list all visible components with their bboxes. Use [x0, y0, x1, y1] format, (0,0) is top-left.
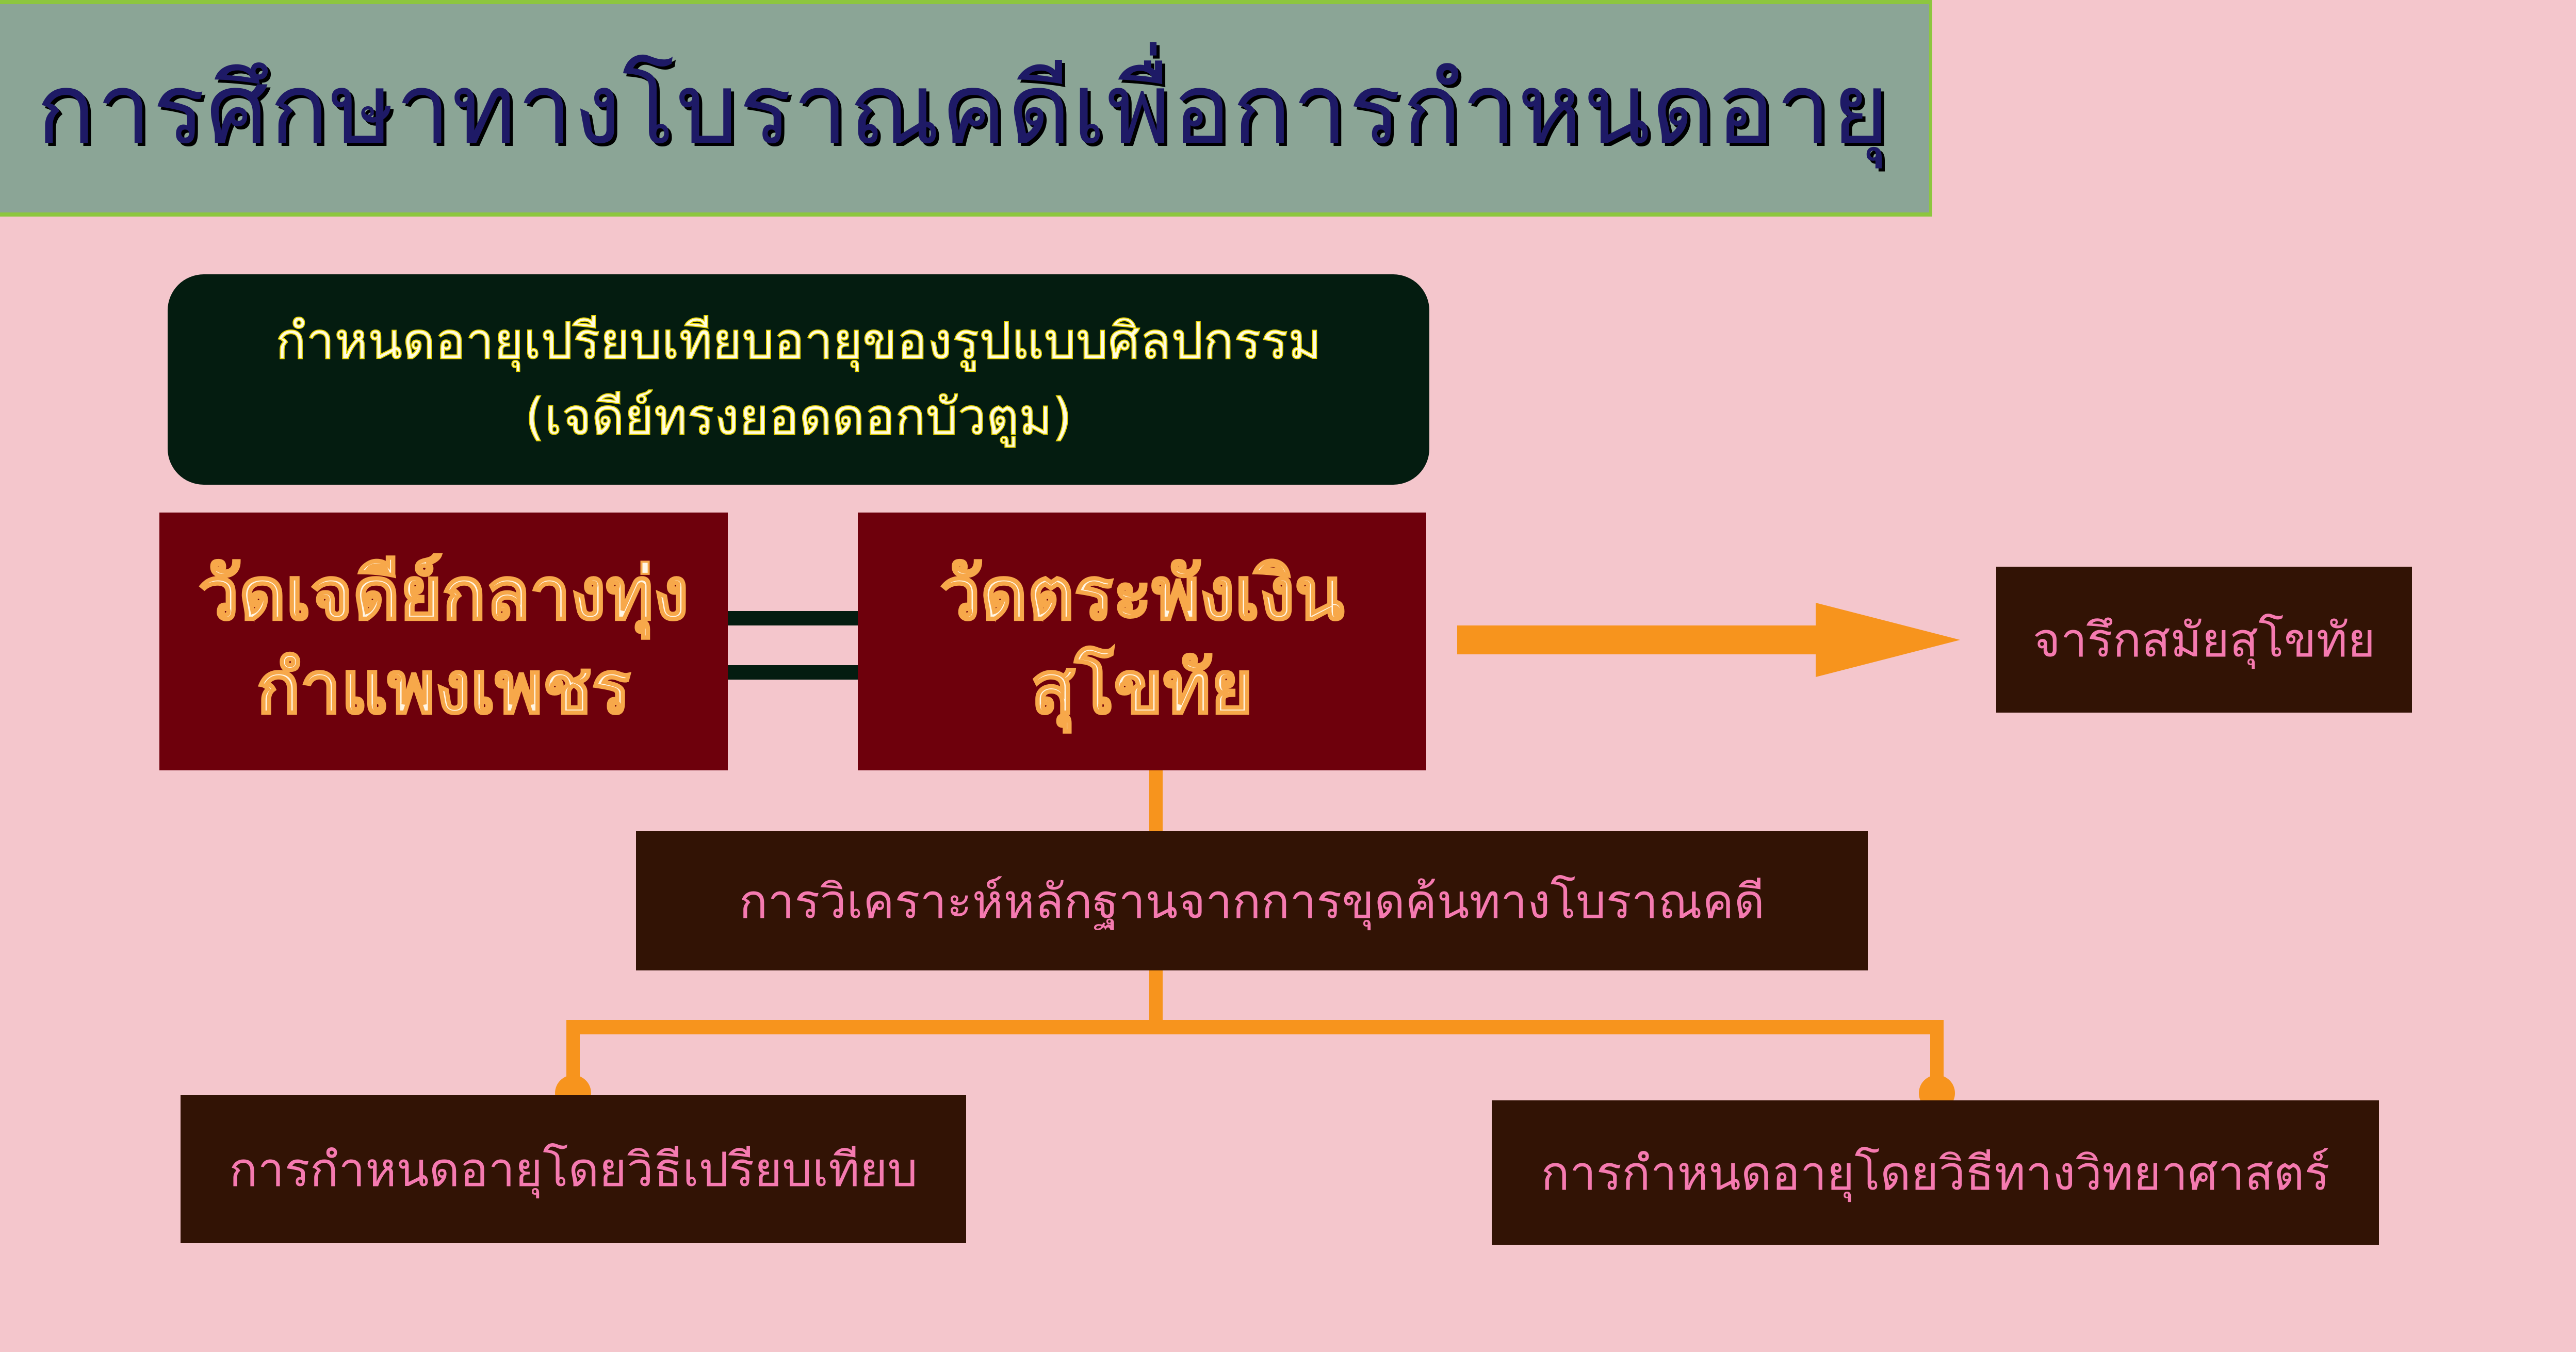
- method-comparative-box: การกำหนดอายุโดยวิธีเปรียบเทียบ: [181, 1095, 966, 1243]
- comparison-box: กำหนดอายุเปรียบเทียบอายุของรูปแบบศิลปกรร…: [168, 274, 1429, 485]
- equals-connector-bottom: [728, 665, 858, 680]
- comparison-line-1: กำหนดอายุเปรียบเทียบอายุของรูปแบบศิลปกรร…: [275, 311, 1322, 371]
- site-a-line-1: วัดเจดีย์กลางทุ่ง: [198, 551, 690, 637]
- arrow-right-icon: [1457, 603, 1960, 677]
- branch-line: [566, 1020, 1944, 1034]
- page-title: การศึกษาทางโบราณคดีเพื่อการกำหนดอายุ: [36, 52, 1890, 166]
- connector-line: [1149, 970, 1163, 1027]
- analysis-text: การวิเคราะห์หลักฐานจากการขุดค้นทางโบราณค…: [739, 873, 1765, 929]
- method-scientific-text: การกำหนดอายุโดยวิธีทางวิทยาศาสตร์: [1541, 1145, 2330, 1201]
- connector-line: [1149, 770, 1163, 832]
- result-box: จารึกสมัยสุโขทัย: [1996, 567, 2412, 713]
- method-scientific-box: การกำหนดอายุโดยวิธีทางวิทยาศาสตร์: [1492, 1100, 2379, 1245]
- result-text: จารึกสมัยสุโขทัย: [2032, 613, 2376, 668]
- analysis-box: การวิเคราะห์หลักฐานจากการขุดค้นทางโบราณค…: [636, 831, 1868, 970]
- site-b-line-1: วัดตระพังเงิน: [939, 551, 1345, 637]
- method-comparative-text: การกำหนดอายุโดยวิธีเปรียบเทียบ: [229, 1142, 918, 1197]
- site-box-kamphaeng-phet: วัดเจดีย์กลางทุ่ง กำแพงเพชร: [159, 513, 728, 770]
- site-a-line-2: กำแพงเพชร: [256, 645, 632, 731]
- site-b-line-2: สุโขทัย: [1030, 645, 1254, 731]
- site-box-sukhothai: วัดตระพังเงิน สุโขทัย: [858, 513, 1426, 770]
- equals-connector-top: [728, 611, 858, 625]
- title-banner: การศึกษาทางโบราณคดีเพื่อการกำหนดอายุ: [0, 0, 1932, 217]
- comparison-line-2: (เจดีย์ทรงยอดดอกบัวตูม): [525, 387, 1073, 447]
